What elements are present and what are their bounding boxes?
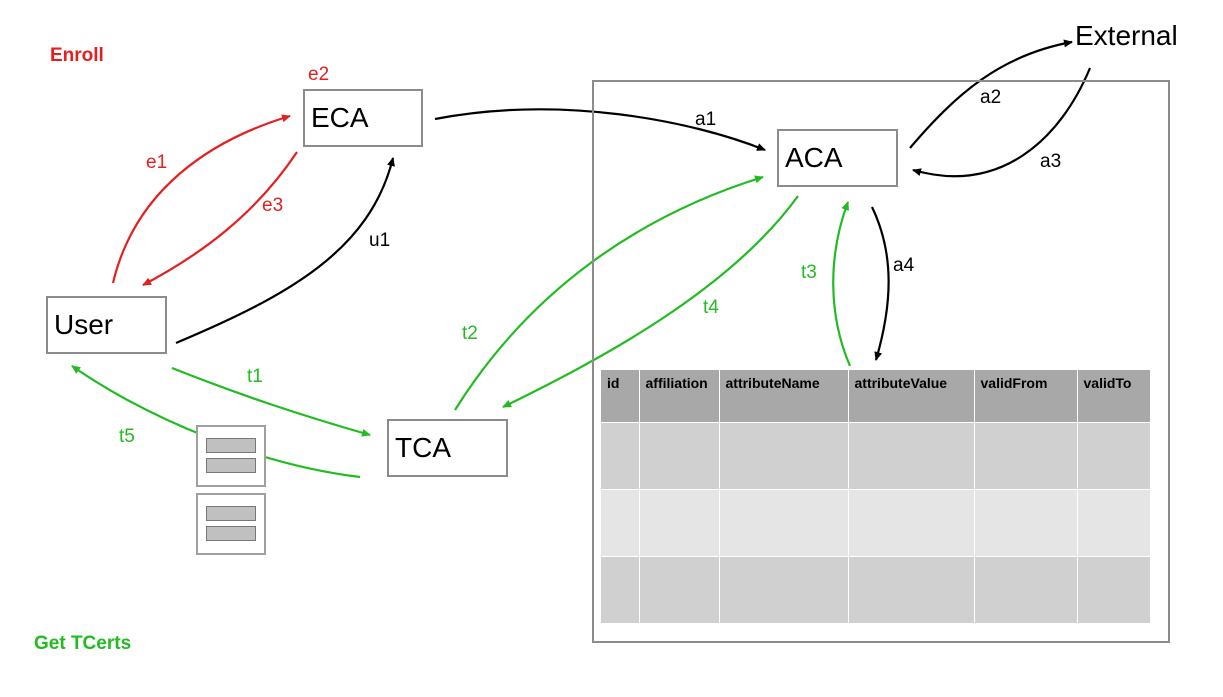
- table-cell: [848, 488, 975, 556]
- table-cell: [601, 488, 640, 556]
- edge-label-e2: e2: [308, 64, 330, 85]
- node-external: External: [1075, 20, 1178, 51]
- table-row: [601, 555, 1151, 623]
- edge-label-u1: u1: [369, 230, 391, 251]
- edge-a1: [434, 108, 766, 152]
- column-header-attribute-name: attributeName: [719, 370, 849, 422]
- edge-a3: [912, 67, 1092, 178]
- edge-label-e1: e1: [146, 152, 168, 173]
- edge-label-a4: a4: [893, 255, 915, 276]
- column-header-valid-from: validFrom: [974, 370, 1078, 422]
- table-cell: [639, 555, 720, 623]
- edge-u1: [175, 157, 395, 345]
- node-aca-label: ACA: [785, 142, 843, 173]
- node-tca-label: TCA: [395, 432, 451, 463]
- edge-label-a2: a2: [980, 87, 1002, 108]
- table-cell: [1077, 421, 1151, 489]
- table-cell: [719, 421, 849, 489]
- table-cell: [601, 421, 640, 489]
- column-header-affiliation: affiliation: [639, 370, 720, 422]
- table-cell: [848, 421, 975, 489]
- legend-enroll: Enroll: [50, 45, 104, 66]
- node-eca: ECA: [303, 89, 423, 147]
- table-cell: [601, 555, 640, 623]
- edge-label-t2: t2: [462, 323, 478, 344]
- table-cell: [639, 488, 720, 556]
- table-cell: [1077, 488, 1151, 556]
- table-row: [601, 488, 1151, 556]
- edge-e1: [111, 114, 291, 284]
- edge-label-t3: t3: [801, 262, 817, 283]
- node-user: User: [46, 296, 167, 354]
- edge-label-t4: t4: [703, 297, 719, 318]
- edge-label-t1: t1: [247, 366, 263, 387]
- node-user-label: User: [54, 309, 114, 340]
- edge-a4: [871, 206, 890, 361]
- edge-label-e3: e3: [262, 195, 284, 216]
- tcert-document-icon: [196, 425, 266, 487]
- column-header-id: id: [601, 370, 640, 422]
- table-cell: [974, 488, 1078, 556]
- node-eca-label: ECA: [311, 102, 369, 133]
- attribute-table-header: id affiliation attributeName attributeVa…: [601, 370, 1151, 422]
- table-cell: [974, 421, 1078, 489]
- edge-label-a3: a3: [1040, 151, 1062, 172]
- table-cell: [974, 555, 1078, 623]
- edge-label-t5: t5: [119, 426, 135, 447]
- table-cell: [719, 488, 849, 556]
- table-cell: [639, 421, 720, 489]
- edge-t3: [832, 201, 852, 367]
- attribute-table: id affiliation attributeName attributeVa…: [601, 370, 1151, 623]
- tcert-document-icon: [196, 493, 266, 555]
- column-header-valid-to: validTo: [1077, 370, 1151, 422]
- table-cell: [719, 555, 849, 623]
- legend-get-tcerts: Get TCerts: [34, 633, 132, 654]
- table-row: [601, 421, 1151, 489]
- node-aca: ACA: [777, 129, 898, 187]
- edge-e3: [142, 151, 298, 286]
- node-tca: TCA: [387, 419, 508, 477]
- edge-t1: [171, 366, 371, 437]
- edge-label-a1: a1: [695, 109, 717, 130]
- column-header-attribute-value: attributeValue: [848, 370, 975, 422]
- table-cell: [1077, 555, 1151, 623]
- edge-t2: [454, 175, 764, 411]
- aca-container: [592, 80, 1170, 643]
- edge-t4: [502, 195, 799, 408]
- table-cell: [848, 555, 975, 623]
